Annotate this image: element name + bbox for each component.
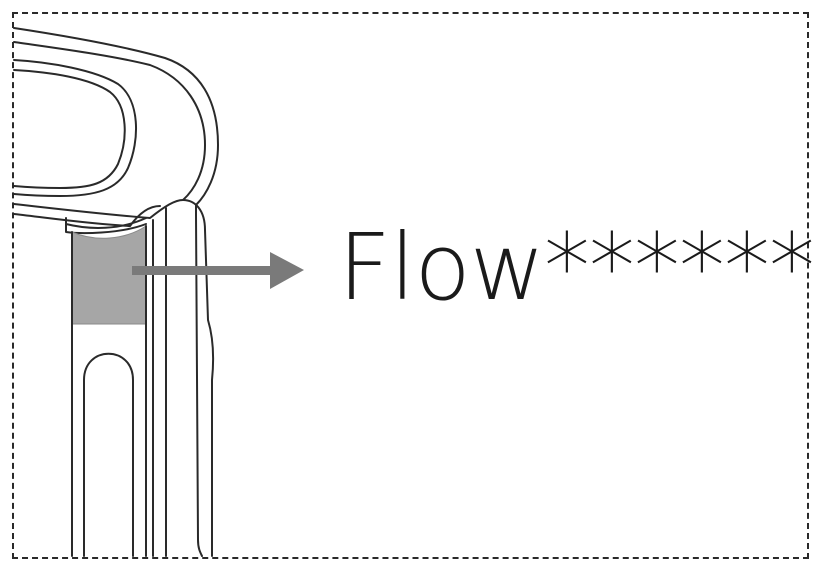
device-handle [71,207,215,557]
dashed-border-frame [12,12,809,559]
device-head [13,27,219,235]
callout-arrow [132,252,304,289]
flow-callout-label: Flow****** [338,214,815,321]
